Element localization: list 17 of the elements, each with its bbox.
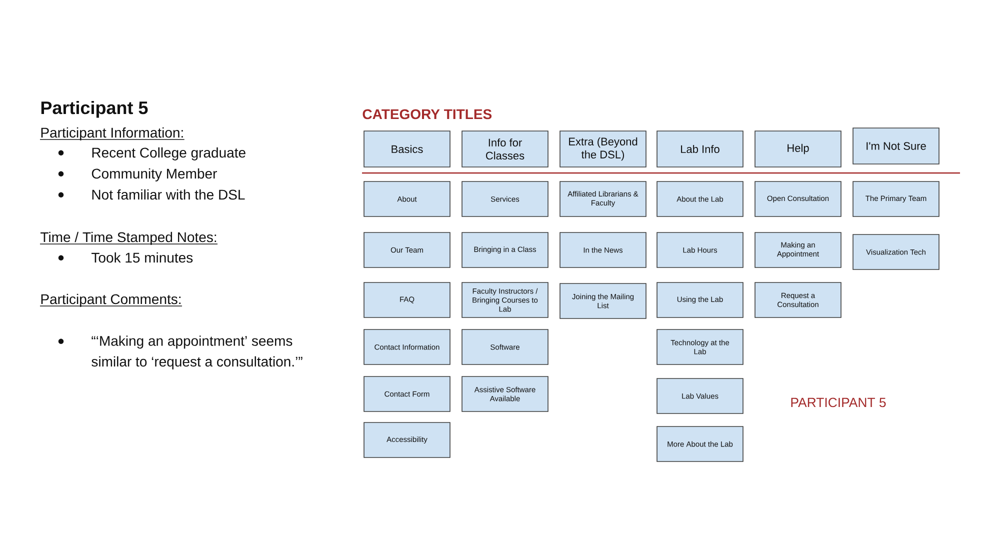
category-card: Basics <box>364 130 450 168</box>
section-title: CATEGORY TITLES <box>362 109 492 120</box>
category-card: Help <box>754 130 842 168</box>
participant-label: PARTICIPANT 5 <box>791 398 886 408</box>
section-heading: Participant Comments: <box>40 294 182 307</box>
section-heading: Participant Information: <box>40 127 185 140</box>
category-card: Info for Classes <box>462 130 548 168</box>
category-card: Lab Info <box>656 130 744 168</box>
category-card: I'm Not Sure <box>852 128 940 164</box>
section-heading: Time / Time Stamped Notes: <box>40 232 218 245</box>
list-item: Recent College graduate <box>92 147 246 160</box>
list-item: Community Member <box>92 168 217 182</box>
list-item: Took 15 minutes <box>92 252 193 263</box>
category-card: Extra (Beyond the DSL) <box>560 130 646 168</box>
heading: Participant 5 <box>41 100 148 118</box>
quote-text: “‘Making an appointment’ seems similar to ‘request a consultation.’” <box>92 336 302 370</box>
list-item: Not familiar with the DSL <box>92 189 245 200</box>
